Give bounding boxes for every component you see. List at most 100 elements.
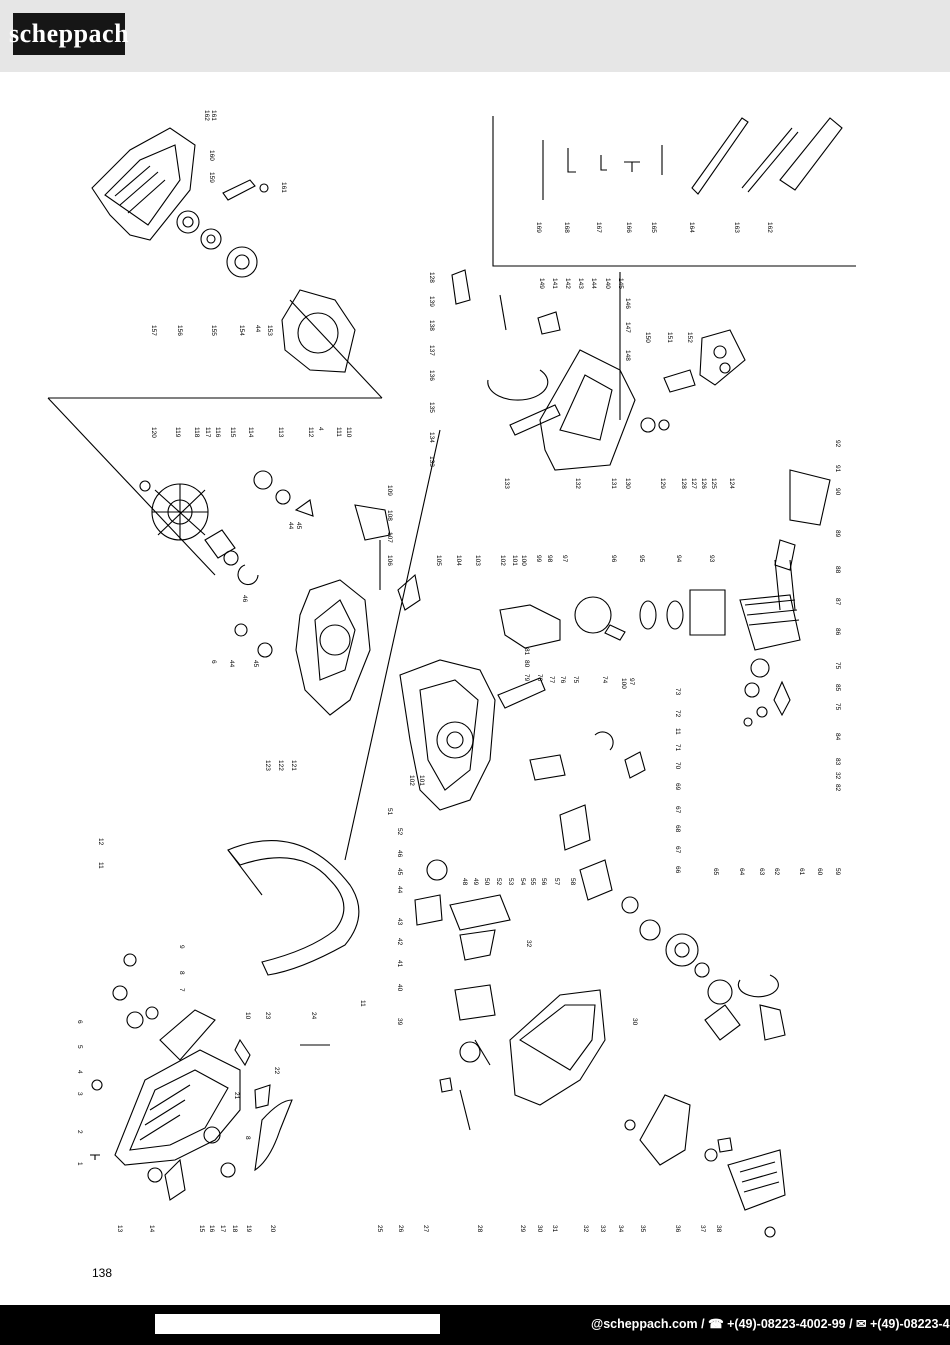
svg-text:133: 133 [503, 478, 510, 489]
svg-text:134: 134 [428, 432, 435, 443]
svg-text:46: 46 [241, 595, 248, 603]
svg-text:122: 122 [277, 760, 284, 771]
svg-text:20: 20 [269, 1225, 276, 1233]
svg-text:64: 64 [738, 868, 745, 876]
svg-text:4: 4 [76, 1070, 83, 1074]
svg-text:95: 95 [638, 555, 645, 563]
svg-text:37: 37 [699, 1225, 706, 1233]
svg-text:127: 127 [690, 478, 697, 489]
svg-text:97: 97 [628, 678, 635, 686]
svg-text:71: 71 [674, 744, 681, 752]
svg-text:42: 42 [396, 938, 403, 946]
svg-text:24: 24 [310, 1012, 317, 1020]
svg-text:149: 149 [538, 278, 545, 289]
svg-text:68: 68 [674, 825, 681, 833]
svg-text:152: 152 [686, 332, 693, 343]
svg-text:50: 50 [483, 878, 490, 886]
svg-text:39: 39 [396, 1018, 403, 1026]
svg-text:74: 74 [601, 676, 608, 684]
svg-text:8: 8 [178, 971, 185, 975]
svg-text:11: 11 [97, 862, 104, 869]
svg-text:161: 161 [210, 110, 217, 121]
page-number: 138 [92, 1266, 113, 1280]
svg-text:156: 156 [176, 325, 183, 336]
svg-text:136: 136 [428, 370, 435, 381]
svg-text:82: 82 [834, 784, 841, 792]
svg-text:15: 15 [198, 1225, 205, 1233]
svg-text:70: 70 [674, 762, 681, 770]
exploded-parts-drawing: 162 161 160 159 161 157 156 155 154 44 1… [0, 72, 950, 1302]
svg-text:14: 14 [148, 1225, 155, 1233]
svg-text:44: 44 [228, 660, 235, 668]
svg-text:1: 1 [76, 1162, 83, 1166]
svg-text:150: 150 [644, 332, 651, 343]
svg-text:62: 62 [773, 868, 780, 876]
svg-text:124: 124 [728, 478, 735, 489]
svg-text:33: 33 [599, 1225, 606, 1233]
svg-text:25: 25 [376, 1225, 383, 1233]
svg-text:111: 111 [335, 427, 342, 437]
svg-text:31: 31 [551, 1225, 558, 1233]
svg-text:67: 67 [674, 806, 681, 814]
svg-text:121: 121 [290, 760, 297, 771]
svg-text:92: 92 [834, 440, 841, 448]
svg-text:21: 21 [233, 1092, 240, 1100]
svg-text:55: 55 [529, 878, 536, 886]
svg-text:52: 52 [396, 828, 403, 836]
svg-text:32: 32 [525, 940, 532, 948]
svg-text:116: 116 [214, 427, 221, 438]
svg-text:2: 2 [76, 1130, 83, 1134]
svg-text:96: 96 [610, 555, 617, 563]
svg-text:45: 45 [252, 660, 259, 668]
svg-text:97: 97 [561, 555, 568, 563]
svg-text:8: 8 [244, 1136, 251, 1140]
svg-text:52: 52 [495, 878, 502, 886]
svg-text:77: 77 [548, 676, 555, 684]
svg-text:32: 32 [834, 772, 841, 780]
svg-text:162: 162 [203, 110, 210, 121]
svg-text:19: 19 [245, 1225, 252, 1233]
svg-text:100: 100 [620, 678, 627, 689]
svg-text:153: 153 [266, 325, 273, 336]
svg-text:94: 94 [675, 555, 682, 563]
svg-text:40: 40 [396, 984, 403, 992]
svg-text:9: 9 [178, 945, 185, 949]
svg-text:100: 100 [520, 555, 527, 566]
svg-text:107: 107 [386, 532, 393, 543]
svg-text:169: 169 [535, 222, 542, 233]
svg-text:163: 163 [733, 222, 740, 233]
svg-text:34: 34 [617, 1225, 624, 1233]
svg-text:48: 48 [461, 878, 468, 886]
svg-text:133: 133 [428, 456, 435, 467]
svg-text:83: 83 [834, 758, 841, 766]
svg-text:132: 132 [574, 478, 581, 489]
svg-text:28: 28 [476, 1225, 483, 1233]
svg-text:41: 41 [396, 960, 403, 968]
svg-text:98: 98 [546, 555, 553, 563]
svg-text:130: 130 [624, 478, 631, 489]
svg-text:90: 90 [834, 488, 841, 496]
svg-text:46: 46 [396, 850, 403, 858]
svg-text:88: 88 [834, 566, 841, 574]
svg-text:29: 29 [519, 1225, 526, 1233]
svg-text:81: 81 [523, 648, 530, 656]
svg-text:141: 141 [551, 278, 558, 289]
svg-text:128: 128 [680, 478, 687, 489]
svg-text:43: 43 [396, 918, 403, 926]
svg-text:115: 115 [229, 427, 236, 438]
svg-text:113: 113 [277, 427, 284, 438]
svg-text:125: 125 [710, 478, 717, 489]
footer-contact-text: @scheppach.com / ☎ +(49)-08223-4002-99 /… [591, 1317, 950, 1331]
svg-text:44: 44 [396, 886, 403, 894]
svg-text:93: 93 [708, 555, 715, 563]
svg-text:119: 119 [174, 427, 181, 438]
svg-text:105: 105 [435, 555, 442, 566]
svg-text:129: 129 [659, 478, 666, 489]
svg-text:44: 44 [287, 522, 294, 530]
svg-text:117: 117 [204, 427, 211, 438]
svg-text:155: 155 [210, 325, 217, 336]
svg-text:17: 17 [219, 1225, 226, 1233]
svg-text:114: 114 [247, 427, 254, 438]
svg-text:103: 103 [474, 555, 481, 566]
svg-text:13: 13 [116, 1225, 123, 1233]
